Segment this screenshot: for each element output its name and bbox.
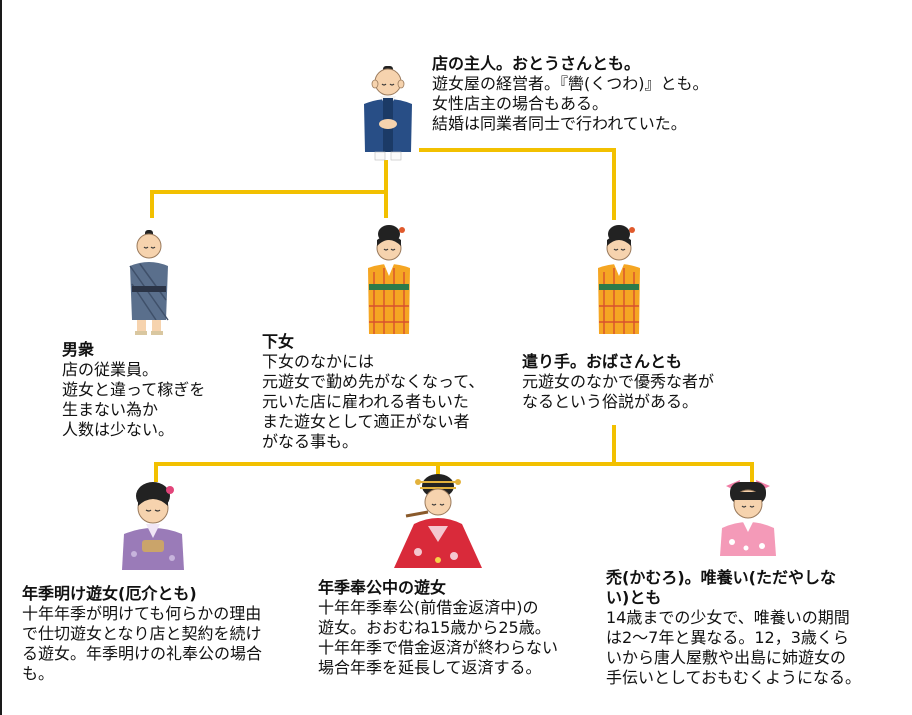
kamuro-figure-icon	[720, 480, 776, 556]
courtesan-figure-icon	[394, 474, 482, 568]
node-otoko: 男衆 店の従業員。 遊女と違って稼ぎを 生まない為か 人数は少ない。	[62, 340, 262, 440]
man-servant-figure-icon	[129, 230, 169, 335]
node-nenkiake: 年季明け遊女(厄介とも) 十年年季が明けても何らかの理由 で仕切遊女となり店と契…	[22, 584, 312, 684]
node-description: 店の従業員。 遊女と違って稼ぎを 生まない為か 人数は少ない。	[62, 360, 206, 439]
master-figure-icon	[364, 66, 412, 161]
node-description: 14歳までの少女で、唯養いの期間 は2～7年と異なる。12，3歳くら いから唐人…	[606, 608, 862, 687]
veteran-courtesan-figure-icon	[122, 482, 184, 570]
node-title: 遣り手。おばさんとも	[522, 352, 683, 371]
node-description: 下女のなかには 元遊女で勤め先がなくなって、 元いた店に雇われる者もいた また遊…	[262, 352, 485, 451]
maid-figure-icon	[368, 225, 410, 334]
connector-master-down	[384, 160, 388, 192]
connector-nenkiake-drop	[154, 462, 158, 482]
node-title: 下女	[262, 332, 295, 351]
node-title: 年季明け遊女(厄介とも)	[22, 584, 197, 603]
node-description: 十年年季が明けても何らかの理由 で仕切遊女となり店と契約を続け る遊女。年季明け…	[22, 604, 263, 683]
node-kamuro: 禿(かむろ)。唯養い(ただやしな い)とも 14歳までの少女で、唯養いの期間 は…	[606, 568, 902, 688]
node-master: 店の主人。おとうさんとも。 遊女屋の経営者。『轡(くつわ)』とも。 女性店主の場…	[432, 54, 762, 134]
node-title: 禿(かむろ)。唯養い(ただやしな い)とも	[606, 568, 836, 607]
node-description: 十年年季奉公(前借金返済中)の 遊女。おおむね15歳から25歳。 十年年季で借金…	[318, 598, 559, 677]
node-nenkihoko: 年季奉公中の遊女 十年年季奉公(前借金返済中)の 遊女。おおむね15歳から25歳…	[318, 578, 598, 678]
yarite-figure-icon	[598, 225, 640, 334]
connector-nenkihoko-drop	[436, 462, 440, 482]
node-gejo: 下女 下女のなかには 元遊女で勤め先がなくなって、 元いた店に雇われる者もいた …	[262, 332, 522, 452]
connector-yarite-down	[612, 425, 616, 465]
connector-gejo-drop	[384, 190, 388, 218]
node-description: 遊女屋の経営者。『轡(くつわ)』とも。 女性店主の場合もある。 結婚は同業者同士…	[432, 74, 709, 133]
connector-row2-bar	[154, 462, 754, 466]
connector-otoko-drop	[150, 190, 154, 218]
connector-right-down	[612, 148, 616, 220]
node-title: 店の主人。おとうさんとも。	[432, 54, 641, 73]
connector-row1-bar	[150, 190, 388, 194]
node-title: 男衆	[62, 340, 95, 359]
connector-kamuro-drop	[750, 462, 754, 482]
left-border	[0, 0, 2, 715]
connector-master-right	[419, 148, 616, 152]
node-description: 元遊女のなかで優秀な者が なるという俗説がある。	[522, 372, 715, 411]
node-title: 年季奉公中の遊女	[318, 578, 447, 597]
node-yarite: 遣り手。おばさんとも 元遊女のなかで優秀な者が なるという俗説がある。	[522, 352, 782, 412]
